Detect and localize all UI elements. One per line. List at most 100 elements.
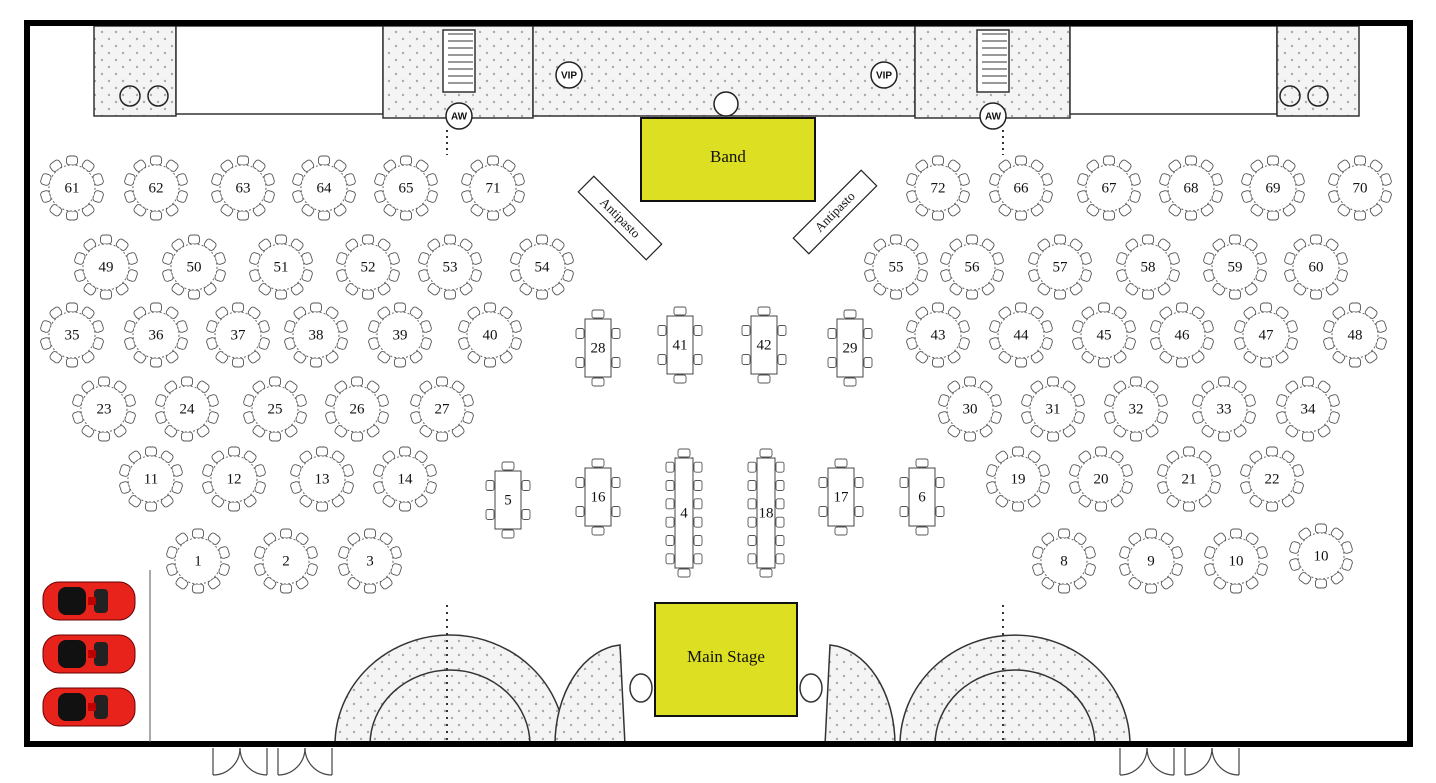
round-table[interactable]: 43: [906, 302, 970, 368]
round-table[interactable]: 35: [40, 302, 104, 368]
table-number: 19: [1011, 471, 1026, 487]
round-table[interactable]: 55: [864, 234, 928, 300]
table-number: 33: [1217, 401, 1232, 417]
round-table[interactable]: 48: [1323, 302, 1387, 368]
round-table[interactable]: 27: [410, 376, 474, 442]
round-table[interactable]: 66: [989, 155, 1053, 221]
round-table[interactable]: 21: [1157, 446, 1221, 512]
round-table[interactable]: 32: [1104, 376, 1168, 442]
chair-icon: [1012, 446, 1024, 457]
round-table[interactable]: 9: [1119, 528, 1183, 594]
chair-icon: [1095, 446, 1107, 457]
round-table[interactable]: 62: [124, 155, 188, 221]
round-table[interactable]: 52: [336, 234, 400, 300]
round-table[interactable]: 65: [374, 155, 438, 221]
rect-table[interactable]: 42: [741, 306, 787, 384]
round-table[interactable]: 10: [1289, 523, 1353, 589]
round-table[interactable]: 51: [249, 234, 313, 300]
round-table[interactable]: 67: [1077, 155, 1141, 221]
chair-icon: [444, 234, 456, 245]
round-table[interactable]: 47: [1234, 302, 1298, 368]
round-table[interactable]: 34: [1276, 376, 1340, 442]
chair-icon: [237, 155, 249, 166]
chair-icon: [657, 354, 667, 365]
round-table[interactable]: 60: [1284, 234, 1348, 300]
round-table[interactable]: 19: [986, 446, 1050, 512]
chair-icon: [1098, 302, 1110, 313]
round-table[interactable]: 63: [211, 155, 275, 221]
rect-table[interactable]: 28: [575, 309, 621, 387]
chair-icon: [1012, 501, 1024, 512]
round-table[interactable]: 69: [1241, 155, 1305, 221]
round-table[interactable]: 46: [1150, 302, 1214, 368]
round-table[interactable]: 45: [1072, 302, 1136, 368]
rect-table[interactable]: 41: [657, 306, 703, 384]
round-table[interactable]: 3: [338, 528, 402, 594]
round-table[interactable]: 11: [119, 446, 183, 512]
chair-icon: [899, 506, 909, 517]
rect-table[interactable]: 18: [747, 448, 785, 578]
chair-icon: [66, 155, 78, 166]
chair-icon: [1183, 501, 1195, 512]
rect-table[interactable]: 29: [827, 309, 873, 387]
round-table[interactable]: 53: [418, 234, 482, 300]
chair-icon: [958, 190, 970, 203]
round-table[interactable]: 30: [938, 376, 1002, 442]
round-table[interactable]: 10: [1204, 528, 1268, 594]
round-table[interactable]: 23: [72, 376, 136, 442]
chair-icon: [269, 376, 281, 387]
round-table[interactable]: 54: [510, 234, 574, 300]
round-table[interactable]: 49: [74, 234, 138, 300]
chair-icon: [181, 431, 193, 442]
rect-table[interactable]: 4: [665, 448, 703, 578]
round-table[interactable]: 37: [206, 302, 270, 368]
round-table[interactable]: 39: [368, 302, 432, 368]
round-table[interactable]: 57: [1028, 234, 1092, 300]
chair-icon: [864, 252, 876, 265]
round-table[interactable]: 13: [290, 446, 354, 512]
round-table[interactable]: 58: [1116, 234, 1180, 300]
round-table[interactable]: 1: [166, 528, 230, 594]
round-table[interactable]: 72: [906, 155, 970, 221]
round-table[interactable]: 68: [1159, 155, 1223, 221]
chair-icon: [1098, 357, 1110, 368]
table-number: 42: [757, 337, 772, 353]
table-number: 30: [963, 401, 978, 417]
round-table[interactable]: 33: [1192, 376, 1256, 442]
round-table[interactable]: 25: [243, 376, 307, 442]
chair-icon: [575, 477, 585, 488]
rect-table[interactable]: 16: [575, 458, 621, 536]
rect-table[interactable]: 6: [899, 458, 945, 536]
chair-icon: [1058, 583, 1070, 594]
round-table[interactable]: 38: [284, 302, 348, 368]
round-table[interactable]: 22: [1240, 446, 1304, 512]
round-table[interactable]: 8: [1032, 528, 1096, 594]
round-table[interactable]: 64: [292, 155, 356, 221]
round-table[interactable]: 61: [40, 155, 104, 221]
rect-table[interactable]: 17: [818, 458, 864, 536]
chair-icon: [1218, 431, 1230, 442]
round-table[interactable]: 12: [202, 446, 266, 512]
round-table[interactable]: 26: [325, 376, 389, 442]
round-table[interactable]: 44: [989, 302, 1053, 368]
round-table[interactable]: 2: [254, 528, 318, 594]
chair-icon: [890, 289, 902, 300]
rect-table[interactable]: 5: [485, 461, 531, 539]
round-table[interactable]: 24: [155, 376, 219, 442]
chair-icon: [487, 155, 499, 166]
round-table[interactable]: 36: [124, 302, 188, 368]
chair-icon: [818, 506, 828, 517]
round-table[interactable]: 31: [1021, 376, 1085, 442]
chair-icon: [1103, 155, 1115, 166]
chair-icon: [591, 526, 605, 536]
round-table[interactable]: 40: [458, 302, 522, 368]
table-number: 59: [1228, 259, 1243, 275]
round-table[interactable]: 71: [461, 155, 525, 221]
round-table[interactable]: 14: [373, 446, 437, 512]
round-table[interactable]: 20: [1069, 446, 1133, 512]
round-table[interactable]: 50: [162, 234, 226, 300]
round-table[interactable]: 70: [1328, 155, 1392, 221]
round-table[interactable]: 56: [940, 234, 1004, 300]
round-table[interactable]: 59: [1203, 234, 1267, 300]
